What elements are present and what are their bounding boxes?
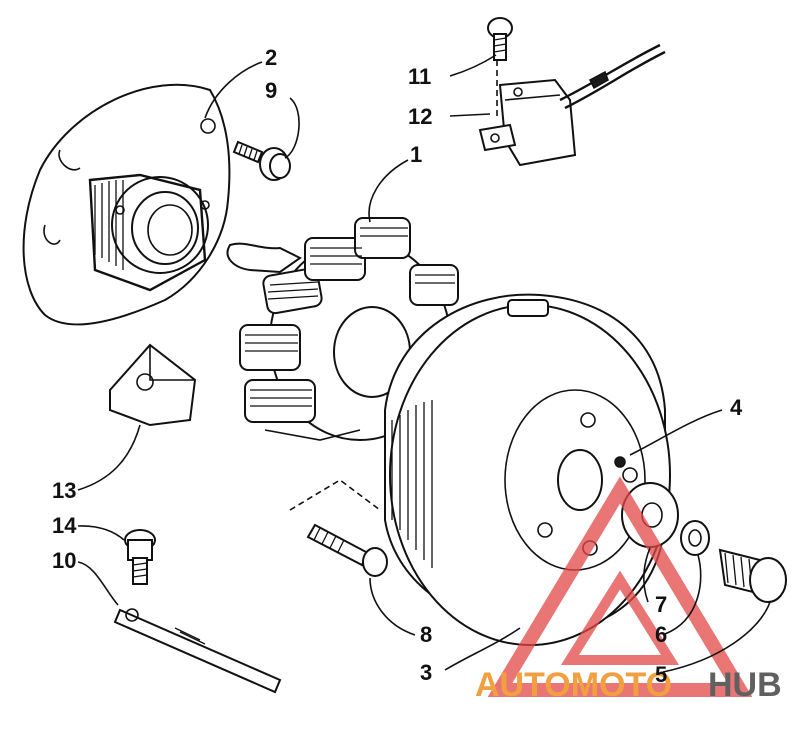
watermark-text-hub: HUB <box>708 666 782 704</box>
bolt-part-5 <box>718 548 787 603</box>
callout-5: 5 <box>655 662 667 687</box>
stator-coils <box>226 217 459 441</box>
screw-part-9 <box>232 140 291 181</box>
callout-7: 7 <box>655 592 667 617</box>
watermark-triangle <box>487 476 753 697</box>
callout-3: 3 <box>420 660 432 685</box>
flywheel <box>384 293 671 646</box>
callout-8: 8 <box>420 622 432 647</box>
wrench-part-10 <box>113 608 282 694</box>
screw-part-11 <box>487 17 513 120</box>
callout-1: 1 <box>410 142 422 167</box>
callout-12: 12 <box>408 104 432 129</box>
bolt-part-8 <box>289 479 388 577</box>
watermark-text-automoto: AUTOMOTO <box>475 666 672 704</box>
nut-part-6 <box>680 520 710 556</box>
part-13-block <box>109 343 197 427</box>
callout-4: 4 <box>730 395 743 420</box>
callout-13: 13 <box>52 478 76 503</box>
bolt-part-14 <box>124 529 156 585</box>
callout-6: 6 <box>655 622 667 647</box>
callout-2: 2 <box>265 45 277 70</box>
pickup-sensor <box>478 43 666 167</box>
callout-9: 9 <box>265 78 277 103</box>
callout-11: 11 <box>408 64 431 89</box>
callout-10: 10 <box>52 548 76 573</box>
callout-leaders <box>77 54 771 673</box>
stator-plate <box>22 83 231 326</box>
watermark-logo <box>487 476 753 697</box>
watermark-inner-triangle <box>560 570 680 665</box>
callout-14: 14 <box>52 513 77 538</box>
